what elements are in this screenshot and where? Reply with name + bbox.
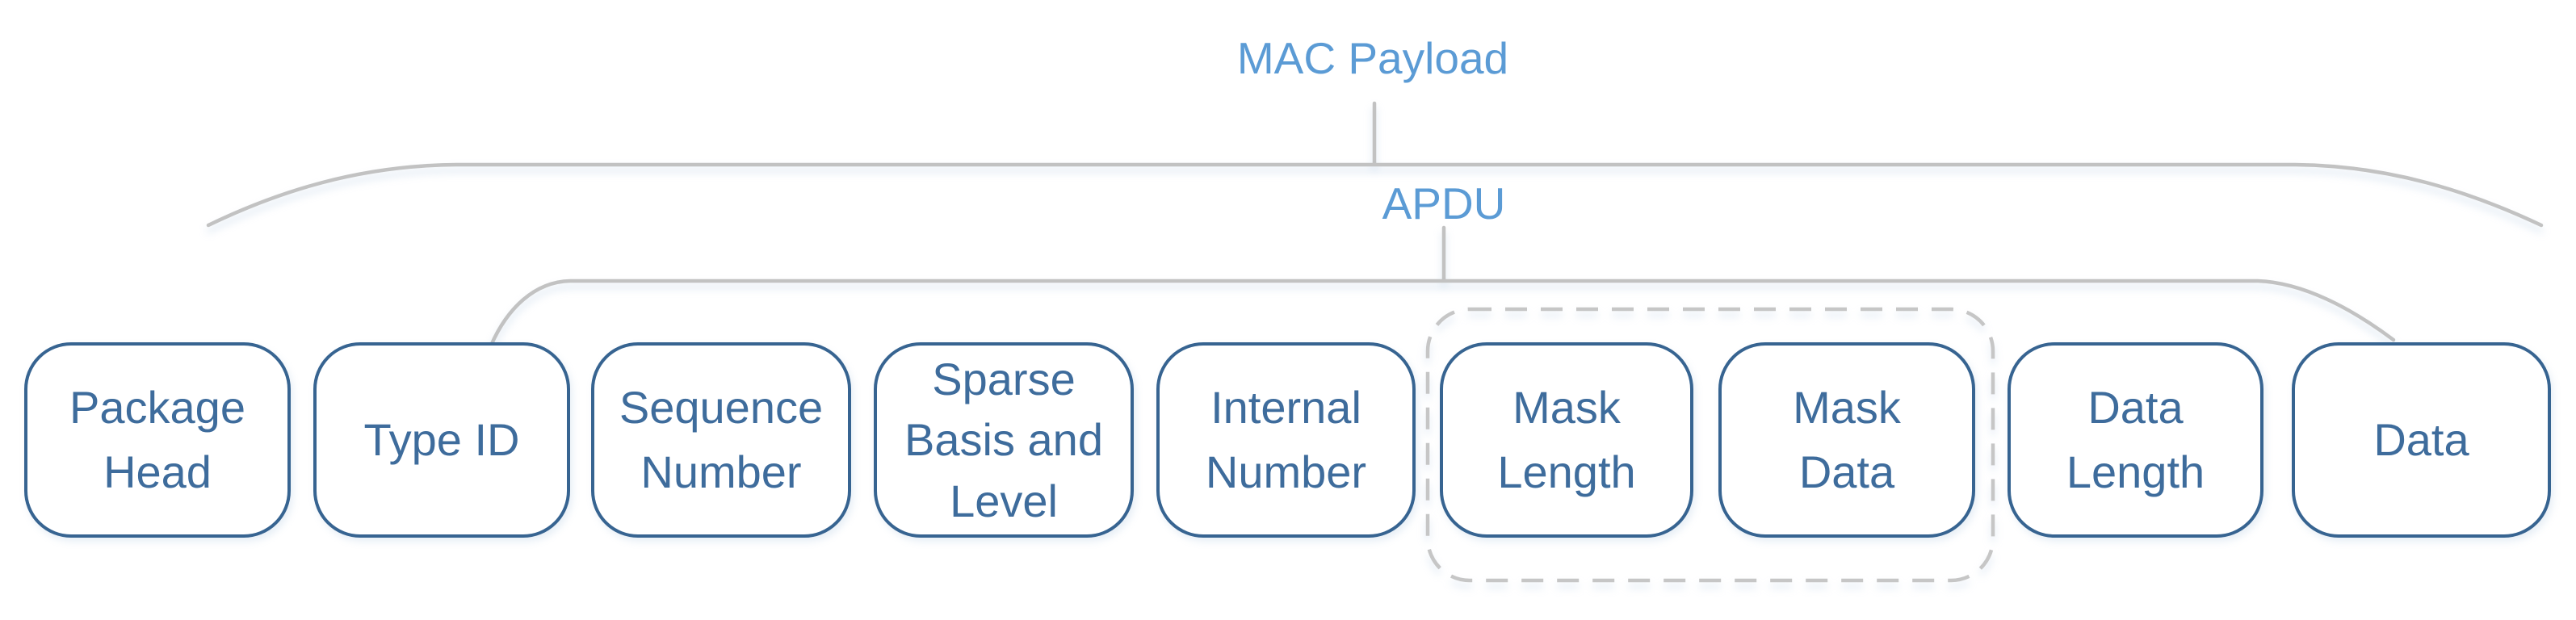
box-data-length: Data Length [2008,342,2263,538]
box-label: Sparse Basis and Level [904,353,1103,526]
box-label: Mask Data [1793,382,1901,497]
optional-group-dashed-outline [1425,307,1995,583]
mac-payload-brace [206,162,2544,228]
box-label: Package Head [69,382,245,497]
box-sequence-number: Sequence Number [591,342,851,538]
box-internal-number: Internal Number [1156,342,1416,538]
box-label: Data Length [2066,382,2205,497]
box-mask-length: Mask Length [1440,342,1693,538]
box-sparse-basis-and-level: Sparse Basis and Level [874,342,1134,538]
box-package-head: Package Head [24,342,291,538]
apdu-label: APDU [1382,178,1506,228]
mac-payload-label: MAC Payload [1236,33,1509,83]
box-label: Internal Number [1205,382,1367,497]
box-label: Type ID [363,414,520,466]
box-mask-data: Mask Data [1718,342,1975,538]
box-label: Sequence Number [619,382,824,497]
box-label: Mask Length [1497,382,1636,497]
box-label: Data [2373,414,2469,466]
box-type-id: Type ID [313,342,570,538]
apdu-brace [489,279,2396,348]
box-data: Data [2292,342,2551,538]
